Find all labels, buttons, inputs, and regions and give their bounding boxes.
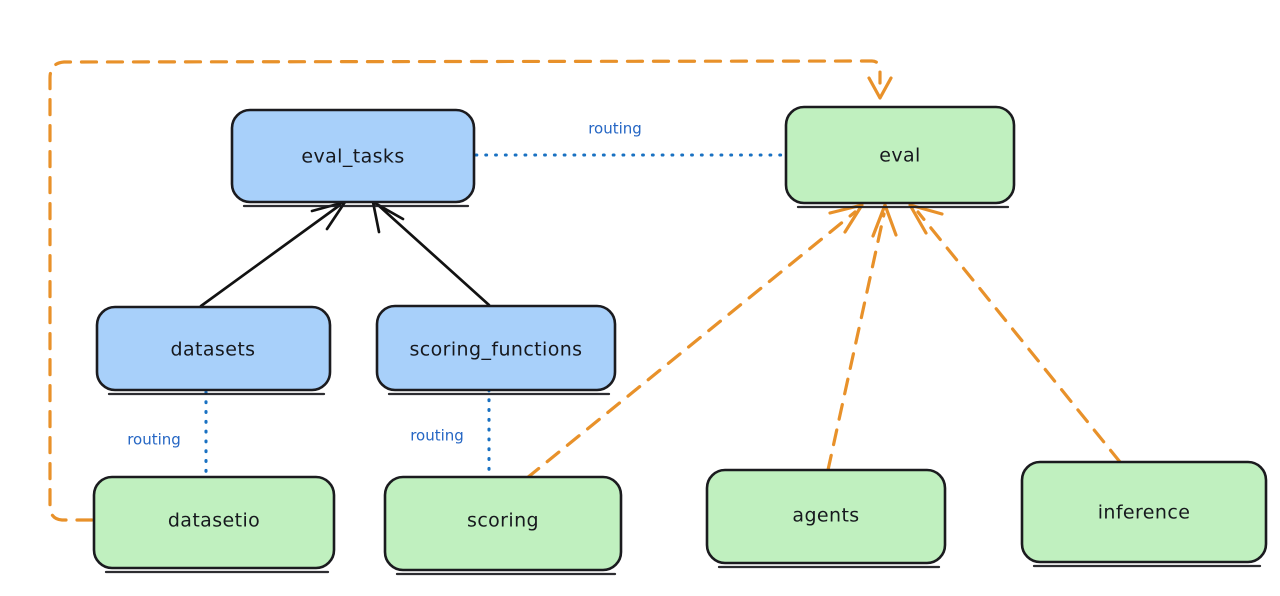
node-scoring_functions-label: scoring_functions	[410, 339, 583, 361]
node-scoring[interactable]: scoring	[383, 475, 623, 576]
edge-datasetio-to-eval-path	[48, 59, 882, 522]
edge-scoring_functions-to-eval_tasks	[371, 200, 491, 307]
edge-label-routing-datasets: routing	[127, 431, 181, 449]
edge-datasets-to-eval_tasks-path	[199, 203, 342, 308]
edge-inference-to-eval	[908, 203, 1122, 464]
node-datasetio-label: datasetio	[168, 510, 260, 532]
node-agents-label: agents	[792, 505, 859, 527]
node-eval_tasks-box	[230, 108, 476, 204]
node-datasetio[interactable]: datasetio	[92, 475, 336, 574]
node-scoring-label: scoring	[467, 510, 539, 532]
node-datasetio-box	[92, 475, 336, 570]
edge-scoring_functions-to-eval_tasks-path	[376, 203, 491, 307]
edge-label-routing-eval-tasks: routing	[588, 120, 642, 138]
node-eval_tasks-label: eval_tasks	[301, 146, 404, 168]
edge-scoring-to-eval-path	[525, 210, 857, 480]
edge-label-routing-scoring-functions: routing	[410, 427, 464, 445]
node-datasets[interactable]: datasets	[95, 305, 332, 396]
node-eval-box	[784, 105, 1016, 205]
node-eval_tasks[interactable]: eval_tasks	[230, 108, 476, 208]
node-inference-box	[1020, 460, 1268, 564]
edge-agents-to-eval-arrowhead	[871, 203, 898, 238]
node-inference-label: inference	[1098, 502, 1191, 524]
edge-scoring-to-eval-arrowhead	[828, 203, 864, 234]
edge-datasetio-to-eval-arrowhead	[867, 76, 893, 100]
edge-datasets-to-eval_tasks	[199, 200, 347, 308]
node-datasets-box	[95, 305, 332, 392]
node-eval-label: eval	[879, 145, 920, 167]
node-scoring_functions[interactable]: scoring_functions	[375, 304, 617, 396]
edge-inference-to-eval-arrowhead	[908, 203, 944, 235]
edge-scoring-to-eval	[525, 203, 864, 480]
node-scoring_functions-box	[375, 304, 617, 392]
edge-agents-to-eval	[826, 203, 898, 472]
node-agents-box	[705, 468, 947, 565]
node-datasets-label: datasets	[171, 339, 256, 361]
node-eval[interactable]: eval	[784, 105, 1016, 209]
node-scoring-box	[383, 475, 623, 572]
node-inference[interactable]: inference	[1020, 460, 1268, 568]
edge-inference-to-eval-path	[916, 210, 1122, 464]
node-agents[interactable]: agents	[705, 468, 947, 569]
edge-datasetio-to-eval	[48, 59, 893, 522]
edge-agents-to-eval-path	[826, 212, 886, 472]
